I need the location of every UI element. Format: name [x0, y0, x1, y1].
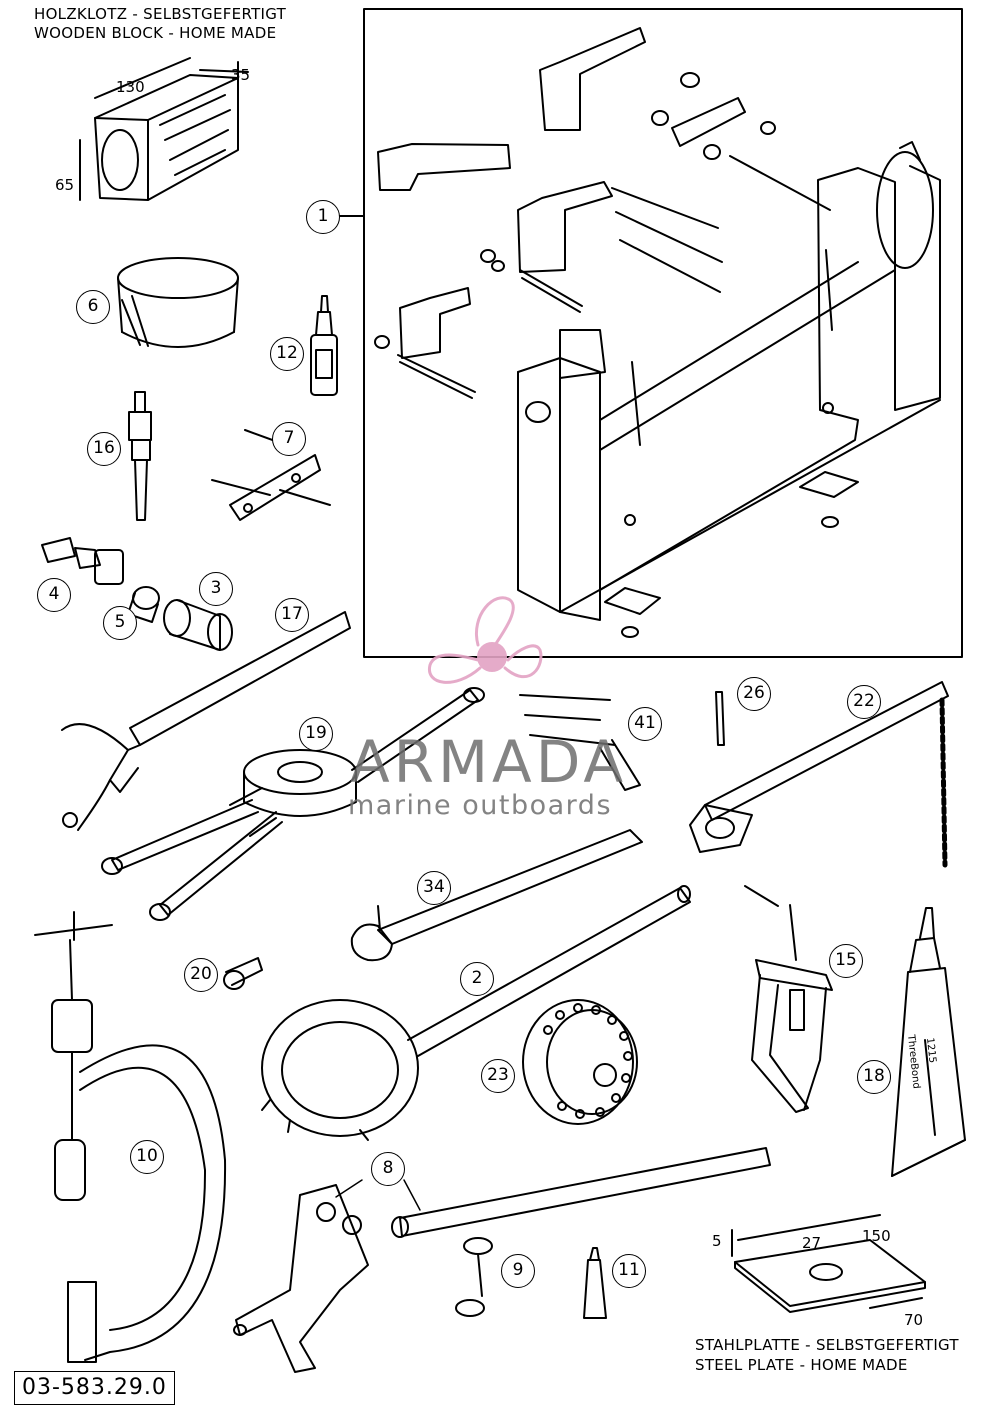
wooden-block-title-en: WOODEN BLOCK - HOME MADE — [34, 24, 277, 42]
callout-22: 22 — [847, 685, 881, 719]
callout-20: 20 — [184, 958, 218, 992]
puller-16-drawing — [128, 391, 152, 521]
callout-10: 10 — [130, 1140, 164, 1174]
callout-6: 6 — [76, 290, 110, 324]
watermark-tagline: marine outboards — [348, 790, 613, 821]
callout-16: 16 — [87, 432, 121, 466]
watermark-logo — [428, 596, 543, 684]
stand-assembly-frame — [363, 8, 963, 658]
callout-17: 17 — [275, 598, 309, 632]
watermark-name: ARMADA — [350, 728, 628, 796]
fork-tool-17-drawing — [61, 611, 351, 831]
callout-12: 12 — [270, 337, 304, 371]
dim-hole-27: 27 — [802, 1234, 822, 1252]
callout-3: 3 — [199, 572, 233, 606]
callout-23: 23 — [481, 1059, 515, 1093]
callout-19: 19 — [299, 717, 333, 751]
callout-15: 15 — [829, 944, 863, 978]
callout-9: 9 — [501, 1254, 535, 1288]
holder-2-drawing — [261, 885, 691, 1141]
chain-wrench-22-drawing — [689, 681, 949, 868]
callout-7: 7 — [272, 422, 306, 456]
pin-26-drawing — [715, 691, 725, 746]
tool-9-drawing — [455, 1237, 493, 1317]
dim-width-70: 70 — [904, 1311, 924, 1329]
dim-width-35: 35 — [231, 66, 251, 84]
wooden-block-drawing — [79, 57, 249, 201]
puller-23-drawing — [522, 999, 638, 1125]
tool-8-drawing — [233, 1147, 771, 1373]
callout-26: 26 — [737, 677, 771, 711]
parts-3-4-5-drawing — [41, 537, 233, 651]
ring-compressor-drawing — [117, 257, 239, 348]
callout-11: 11 — [612, 1254, 646, 1288]
sealant-tube-18-drawing — [891, 907, 966, 1177]
dim-thickness-5: 5 — [712, 1232, 722, 1250]
puller-15-drawing — [744, 885, 833, 1113]
bolt-20-drawing — [223, 957, 263, 990]
callout-41: 41 — [628, 707, 662, 741]
callout-5: 5 — [103, 606, 137, 640]
callout-1: 1 — [306, 200, 340, 234]
fixture-19-drawing — [101, 687, 485, 921]
leader-lines — [335, 1179, 421, 1211]
callout-34: 34 — [417, 871, 451, 905]
spanner-34-drawing — [350, 829, 643, 962]
tube-number-text: 1215 — [924, 1037, 938, 1063]
tool-11-drawing — [583, 1247, 607, 1319]
stand-assembly-drawing — [374, 27, 941, 638]
callout-8: 8 — [371, 1152, 405, 1186]
callout-18: 18 — [857, 1060, 891, 1094]
part-number-box: 03-583.29.0 — [14, 1371, 175, 1405]
dim-length-130: 130 — [116, 78, 145, 96]
steel-plate-drawing — [731, 1214, 926, 1313]
steel-plate-title-de: STAHLPLATTE - SELBSTGEFERTIGT — [695, 1336, 959, 1354]
steel-plate-title-en: STEEL PLATE - HOME MADE — [695, 1356, 908, 1374]
dim-height-65: 65 — [55, 176, 75, 194]
bottle-drawing — [310, 295, 338, 396]
callout-2: 2 — [460, 962, 494, 996]
callout-4: 4 — [37, 578, 71, 612]
wooden-block-title-de: HOLZKLOTZ - SELBSTGEFERTIGT — [34, 5, 287, 23]
clamp-10-drawing — [34, 911, 227, 1363]
tool-41-drawing — [519, 694, 641, 791]
tool-7-drawing — [211, 429, 331, 521]
dim-length-150: 150 — [862, 1227, 891, 1245]
